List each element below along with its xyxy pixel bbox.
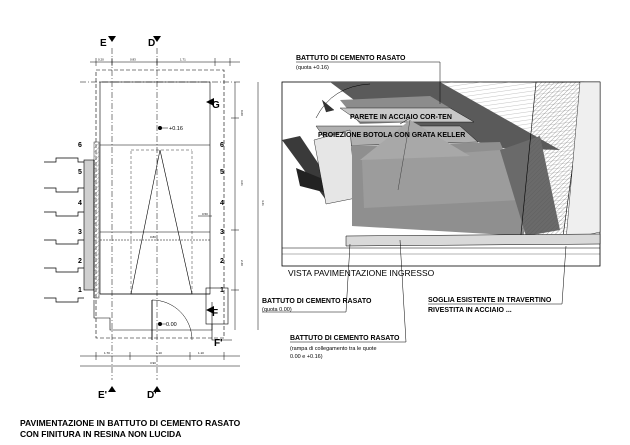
step-number: 6 [78,142,82,149]
axis-label-f: F [212,308,218,319]
svg-text:1.10: 1.10 [198,351,204,355]
drawing-title: PAVIMENTAZIONE IN BATTUTO DI CEMENTO RAS… [20,418,241,439]
step-number: 5 [220,169,224,176]
step-number: 1 [78,287,82,294]
svg-text:0.20: 0.20 [98,58,104,62]
axis-label-e-prime: E' [98,390,107,401]
svg-text:0.80: 0.80 [150,235,156,239]
step-number: 4 [220,200,224,207]
notes: BATTUTO DI CEMENTO RASATO (quota 0.00) B… [262,239,567,360]
note-1-title: BATTUTO DI CEMENTO RASATO [262,298,372,305]
svg-text:2.40: 2.40 [240,260,244,266]
step-number: 5 [78,169,82,176]
step-number: 6 [220,142,224,149]
label-battuto-top: BATTUTO DI CEMENTO RASATO [296,55,406,62]
svg-text:0.50: 0.50 [202,212,208,216]
axis-label-e: E [100,38,107,49]
title-line-2: CON FINITURA IN RESINA NON LUCIDA [20,429,181,439]
label-parete-corten: PARETE IN ACCIAIO COR-TEN [350,114,452,121]
level-marker: +0.16 [169,126,183,132]
svg-text:3.61: 3.61 [240,180,244,186]
label-battuto-top-quota: (quota +0.16) [296,65,329,71]
perspective-view: BATTUTO DI CEMENTO RASATO (quota +0.16) … [281,55,601,278]
svg-text:1.10: 1.10 [156,351,162,355]
note-2-sub-2: 0.00 e +0.16) [290,354,323,360]
step-number: 2 [78,258,82,265]
step-number: 2 [220,258,224,265]
step-number: 3 [220,229,224,236]
step-number: 1 [220,287,224,294]
svg-text:1.70: 1.70 [104,351,110,355]
stair-steps [44,157,84,303]
note-3-line-2: RIVESTITA IN ACCIAIO ... [428,307,512,314]
label-proiezione-botola: PROIEZIONE BOTOLA CON GRATA KELLER [318,132,465,139]
svg-text:1.71: 1.71 [180,58,186,62]
axis-label-g: G [212,100,220,111]
note-3-line-1: SOGLIA ESISTENTE IN TRAVERTINO [428,297,552,304]
note-1-sub: (quota 0.00) [262,307,292,313]
step-number: 3 [78,229,82,236]
level-marker-2: 0.00 [166,322,177,328]
note-2-title: BATTUTO DI CEMENTO RASATO [290,335,400,342]
svg-text:0.60: 0.60 [240,110,244,116]
svg-text:3.90: 3.90 [150,361,156,365]
svg-text:4.41: 4.41 [261,200,265,206]
axis-label-d-prime: D' [147,390,157,401]
axis-label-f-prime: F' [214,338,223,349]
axis-label-d: D [148,38,155,49]
svg-text:0.83: 0.83 [130,58,136,62]
note-2-sub-1: (rampa di collegamento tra le quote [290,346,377,352]
title-line-1: PAVIMENTAZIONE IN BATTUTO DI CEMENTO RAS… [20,418,241,428]
floor-plan: 0.20 0.83 1.71 0.60 3.61 4.41 2.40 [44,36,265,401]
step-numbers: 6 5 4 3 2 1 6 5 4 3 2 1 [78,142,224,294]
step-number: 4 [78,200,82,207]
view-caption: VISTA PAVIMENTAZIONE INGRESSO [288,268,435,278]
